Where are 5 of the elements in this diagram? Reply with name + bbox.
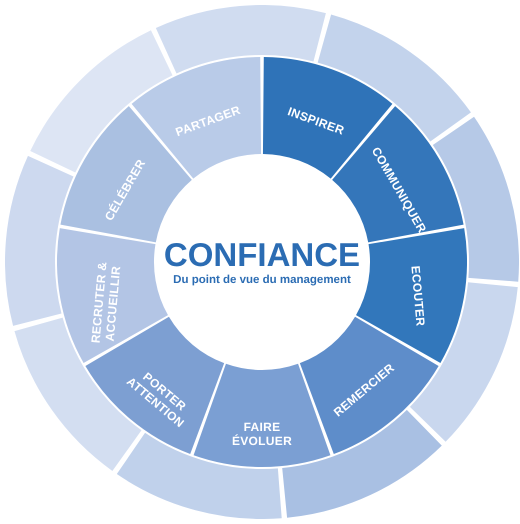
center-subtitle: Du point de vue du management bbox=[173, 273, 351, 287]
segment-label: FAIRE ÉVOLUER bbox=[230, 420, 294, 448]
segment-label: RECRUTER & ACCUEILLIR bbox=[88, 260, 125, 346]
center-title: CONFIANCE bbox=[164, 237, 360, 273]
segment-label: ECOUTER bbox=[406, 264, 428, 330]
